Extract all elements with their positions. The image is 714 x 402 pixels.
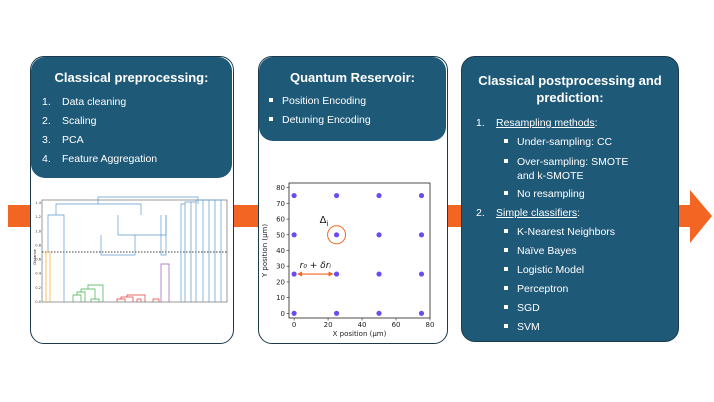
preprocessing-item: 3.PCA [42,134,84,146]
atom-point [333,310,340,316]
atom-point [291,310,297,316]
dendrogram-ytick: 0.8 [35,243,41,247]
atom-point [333,192,340,199]
atom-point [376,310,382,316]
classifier-item: K-Nearest Neighbors [500,223,678,242]
dendrogram-ytick: 1.0 [35,229,41,233]
classifier-item: SGD [500,299,678,318]
atom-point [376,232,382,238]
classifier-item: Logistic Model [500,261,678,280]
atom-point [376,271,382,277]
delta-annotation: Δi [320,215,329,228]
dendrogram-ytick: 0.0 [35,300,41,304]
preprocessing-title: Classical preprocessing: [54,70,209,85]
y-tick-label: 0 [281,310,285,318]
x-tick-label: 60 [392,321,401,329]
x-tick-label: 40 [358,321,367,329]
preprocessing-header: Classical preprocessing: 1.Data cleaning… [31,57,232,178]
dendrogram-ytick: 1.2 [35,215,41,219]
atom-point [291,232,297,238]
atom-point [333,271,340,277]
plot-frame [288,182,431,319]
classifier-item: Naïve Bayes [500,242,678,261]
y-tick-label: 30 [276,263,285,271]
preprocessing-item: 4.Feature Aggregation [42,153,158,165]
y-tick-label: 20 [276,278,285,286]
classifier-item: SVM [500,318,678,337]
preprocessing-list: 1.Data cleaning 2.Scaling 3.PCA 4.Featur… [31,93,232,169]
y-tick-label: 60 [276,216,285,224]
y-tick-label: 40 [276,247,285,255]
y-axis-label: Y position (μm) [262,224,269,278]
distance-annotation: r₀ + δrᵢ [300,261,332,271]
atom-point [291,271,297,277]
dendrogram-ytick: 0.6 [35,258,41,262]
atom-point [291,192,297,199]
resampling-item: Over-sampling: SMOTE [500,152,678,169]
atom-point [418,192,425,199]
distance-arrowhead [297,271,303,277]
x-axis-label: X position (μm) [333,330,387,338]
postprocessing-title: Classical postprocessing and prediction: [478,73,662,105]
classifiers-section: 2.Simple classifiers: [476,207,581,219]
x-tick-label: 80 [426,321,435,329]
quantum-reservoir-header: Quantum Reservoir: Position Encoding Det… [259,57,446,141]
atom-point [376,192,382,199]
dendrogram-ylabel: Distance [33,249,37,264]
dendrogram-plot: 1.4 1.2 1.0 0.8 0.6 0.4 0.2 0.0 Distance [33,196,228,304]
y-tick-label: 10 [276,294,285,302]
y-tick-label: 80 [276,184,285,192]
x-tick-label: 20 [324,321,333,329]
atom-point [418,232,425,238]
detuning-highlight-circle [327,225,347,245]
atom-point [418,271,425,277]
dendrogram-ytick: 1.4 [35,201,41,205]
atom-position-scatter: 0 20 40 60 80 0 10 20 30 40 50 60 70 80 X position (μm… [262,182,435,338]
resampling-item-cont: and k-SMOTE [517,170,584,182]
quantum-reservoir-title: Quantum Reservoir: [290,70,415,85]
x-tick-label: 0 [292,321,296,329]
resampling-item: No resampling [500,185,678,204]
postprocessing-panel: Classical postprocessing and prediction:… [461,56,679,342]
resampling-item: Under-sampling: CC [500,133,678,152]
y-tick-label: 50 [276,231,285,239]
resampling-section: 1.Resampling methods: [476,117,598,129]
preprocessing-item: 1.Data cleaning [42,96,127,108]
distance-arrowhead [328,271,334,277]
classifier-item: Perceptron [500,280,678,299]
dendrogram-ytick: 0.2 [35,286,41,290]
dendrogram-ytick: 0.4 [35,272,41,276]
atom-point [418,310,425,316]
quantum-reservoir-item: Detuning Encoding [265,111,446,130]
atom-point [333,232,340,238]
quantum-reservoir-item: Position Encoding [265,92,446,111]
y-tick-label: 70 [276,200,285,208]
preprocessing-item: 2.Scaling [42,115,97,127]
